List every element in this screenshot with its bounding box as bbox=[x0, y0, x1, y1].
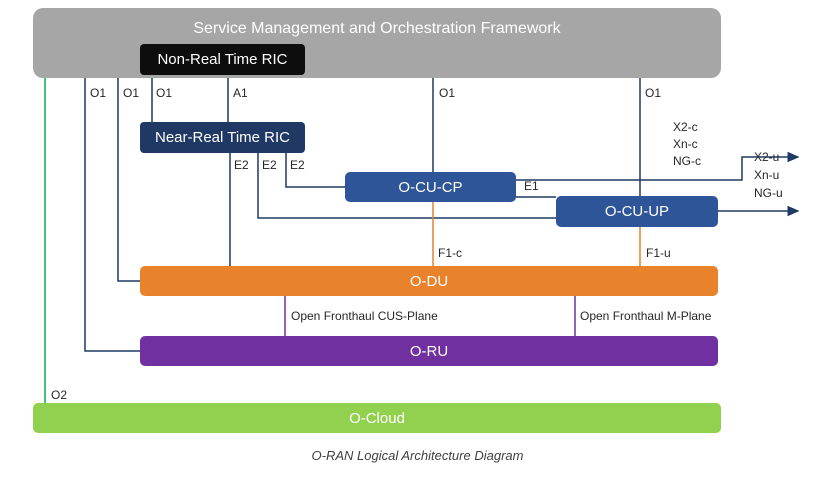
o1-label-3: O1 bbox=[156, 86, 173, 100]
o1-label-2: O1 bbox=[123, 86, 140, 100]
e2-label-1: E2 bbox=[234, 158, 249, 172]
o1-line-smo-to-odu bbox=[117, 78, 140, 282]
e2-label-3: E2 bbox=[290, 158, 305, 172]
o-cu-up-box: O-CU-UP bbox=[556, 196, 718, 227]
e2-line-nearrt-to-ocuup bbox=[257, 153, 556, 219]
near-rt-ric-label: Near-Real Time RIC bbox=[154, 129, 291, 146]
non-rt-ric-box: Non-Real Time RIC bbox=[140, 44, 305, 75]
e2-line-nearrt-to-ocucp bbox=[285, 153, 345, 188]
near-rt-ric-box: Near-Real Time RIC bbox=[140, 122, 305, 153]
o-cu-up-label: O-CU-UP bbox=[604, 203, 670, 220]
o1-label-5: O1 bbox=[645, 86, 662, 100]
o-du-box: O-DU bbox=[140, 266, 718, 296]
c-plane-arrow-line bbox=[516, 151, 800, 181]
diagram-caption: O-RAN Logical Architecture Diagram bbox=[311, 448, 524, 463]
fronthaul-m-label: Open Fronthaul M-Plane bbox=[580, 309, 712, 323]
o1-label-1: O1 bbox=[90, 86, 107, 100]
o-cu-cp-label: O-CU-CP bbox=[398, 178, 463, 196]
f1-u-label: F1-u bbox=[646, 246, 671, 260]
a1-label: A1 bbox=[233, 86, 248, 100]
smo-box: Service Management and Orchestration Fra… bbox=[33, 8, 721, 78]
f1-c-label: F1-c bbox=[438, 246, 462, 260]
x2-u-label: X2-u bbox=[754, 150, 780, 164]
o-du-label: O-DU bbox=[409, 272, 449, 290]
e1-label: E1 bbox=[524, 179, 539, 193]
fronthaul-cus-label: Open Fronthaul CUS-Plane bbox=[291, 309, 438, 323]
o-cloud-box: O-Cloud bbox=[33, 403, 721, 433]
ng-c-label: NG-c bbox=[673, 154, 701, 168]
o2-label: O2 bbox=[51, 388, 68, 402]
x2-c-label: X2-c bbox=[673, 120, 698, 134]
o-ru-box: O-RU bbox=[140, 336, 718, 366]
non-rt-ric-label: Non-Real Time RIC bbox=[157, 51, 288, 68]
smo-title: Service Management and Orchestration Fra… bbox=[193, 20, 561, 37]
xn-u-label: Xn-u bbox=[754, 168, 780, 182]
o-cloud-label: O-Cloud bbox=[349, 409, 405, 427]
o1-label-4: O1 bbox=[439, 86, 456, 100]
e2-label-2: E2 bbox=[262, 158, 277, 172]
o-ru-label: O-RU bbox=[409, 342, 449, 360]
xn-c-label: Xn-c bbox=[673, 137, 698, 151]
o1-line-smo-to-oru bbox=[84, 78, 140, 352]
ng-u-label: NG-u bbox=[754, 186, 783, 200]
o-cu-cp-box: O-CU-CP bbox=[345, 172, 516, 202]
